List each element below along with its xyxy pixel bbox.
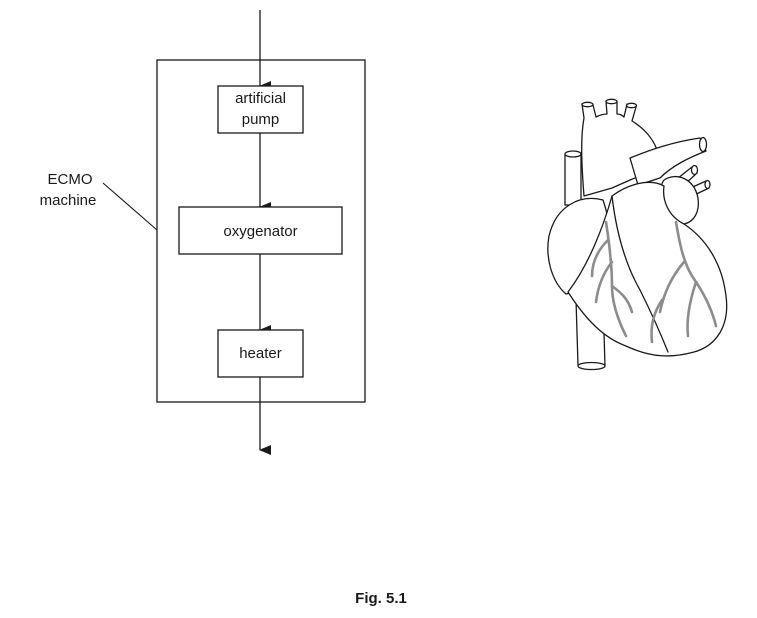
- artificial-pump-box: artificial pump: [217, 85, 304, 134]
- artificial-pump-label-line1: artificial: [235, 90, 286, 107]
- heart-illustration: [547, 98, 728, 371]
- oxygenator-label: oxygenator: [223, 223, 297, 240]
- pulmonary-artery: [629, 136, 708, 186]
- oxygenator-box: oxygenator: [178, 206, 343, 255]
- heater-label: heater: [239, 345, 282, 362]
- coronary-vessels: [590, 220, 718, 344]
- interventricular-line: [611, 195, 669, 353]
- ecmo-label-line1: ECMO: [48, 171, 93, 188]
- ecmo-label-leader-line: [102, 182, 158, 231]
- superior-vena-cava: [564, 150, 582, 206]
- ecmo-machine-box: [156, 59, 366, 403]
- ecmo-label-line2: machine: [40, 192, 97, 209]
- figure-caption: Fig. 5.1: [355, 590, 407, 607]
- artificial-pump-label-line2: pump: [242, 111, 280, 128]
- heater-box: heater: [217, 329, 304, 378]
